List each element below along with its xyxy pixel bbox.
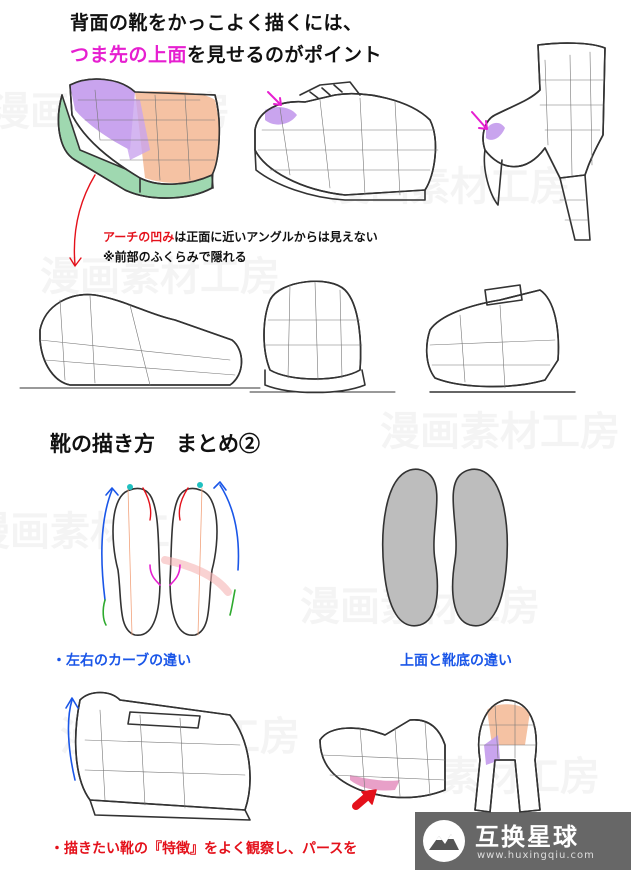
watermark-tile-text: 漫画素材工房 (380, 408, 620, 455)
shoe-heel-cutaway-illustration (474, 699, 541, 813)
green-arrow-icon (102, 599, 107, 626)
sole-gray-pair-illustration (381, 468, 509, 627)
cyan-dot-marker (197, 482, 203, 488)
blue-arrow-icon (213, 481, 227, 491)
shoe-sneaker-side-illustration (319, 719, 446, 799)
arch-note: アーチの凹みは正面に近いアングルからは見えない (103, 228, 378, 245)
arch-note-highlight: アーチの凹み (103, 230, 175, 244)
caption-left-right-curve: ・左右のカーブの違い (52, 653, 192, 669)
header-line-1: 背面の靴をかっこよく描くには、 (70, 12, 363, 34)
header-highlight: つま先の上面 (70, 44, 188, 66)
red-arrow-icon (142, 487, 152, 521)
shoe-heeled-boot-illustration (482, 42, 606, 241)
pink-arrow-icon (267, 91, 281, 105)
shoe-front-low-illustration (19, 293, 261, 389)
shoe-front-center-illustration (249, 280, 396, 394)
watermark-tile-text: 漫画素材工房 (40, 253, 280, 300)
red-arrow-icon (178, 487, 189, 521)
green-arrow-icon (229, 589, 236, 616)
mountain-logo-icon (423, 820, 465, 862)
footer-note: ・描きたい靴の『特徴』をよく観察し、パースを (50, 841, 358, 857)
pink-arrow-icon (478, 120, 488, 130)
pink-arrow-icon (149, 564, 181, 586)
shoe-heel-colored-illustration (57, 78, 221, 199)
blue-arrow-icon (67, 699, 76, 781)
shoe-oxford-back-illustration (254, 81, 439, 201)
blue-arrow-icon (65, 697, 79, 709)
red-pointer-arrow-icon (361, 789, 377, 805)
caption-top-vs-sole: 上面と靴底の違い (400, 653, 512, 669)
red-arrow-icon (69, 257, 82, 267)
blue-arrow-icon (101, 489, 113, 601)
pink-arrow-icon (273, 97, 282, 106)
blue-arrow-icon (105, 487, 119, 496)
header-line-2: つま先の上面を見せるのがポイント (70, 40, 382, 67)
blue-arrow-icon (219, 484, 240, 571)
red-arrow-icon (73, 174, 96, 266)
shoe-loafer-side-illustration (74, 691, 251, 821)
cyan-dot-marker (127, 484, 133, 490)
header-rest: を見せるのがポイント (187, 44, 383, 66)
shoe-front-loafer-illustration (425, 284, 576, 393)
arch-note-rest: は正面に近いアングルからは見えない (174, 230, 378, 244)
arch-note-sub: ※前部のふくらみで隠れる (103, 250, 247, 264)
watermark-title: 互换星球 (475, 823, 579, 851)
watermark-url: www.huxingqiu.com (477, 850, 595, 861)
site-watermark: 互换星球 www.huxingqiu.com (415, 812, 631, 870)
section-title: 靴の描き方 まとめ② (50, 431, 260, 456)
pink-arrow-icon (471, 111, 487, 129)
sole-outline-left-illustration (112, 487, 232, 636)
